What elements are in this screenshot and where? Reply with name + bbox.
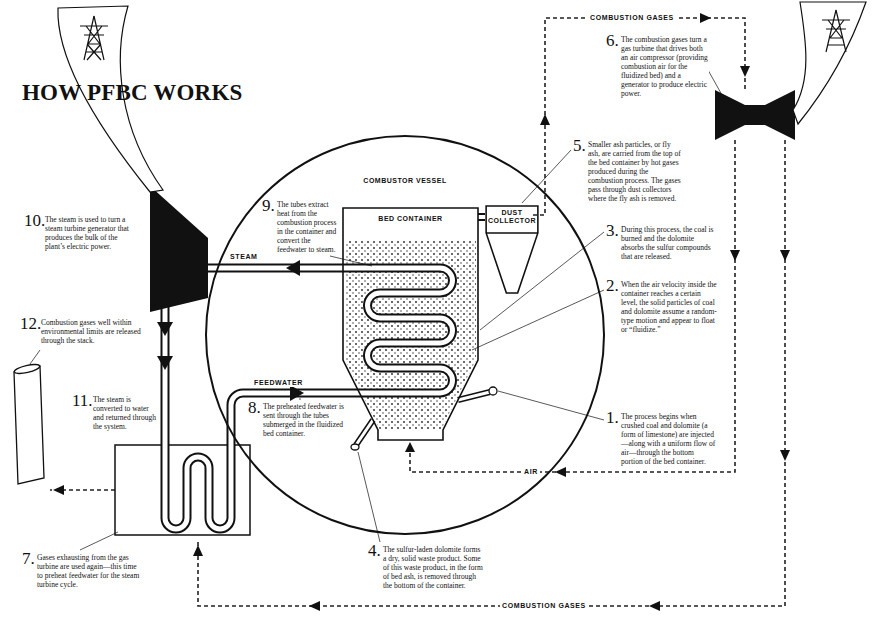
- callout-number: 4.: [368, 542, 381, 559]
- callout-number: 6.: [606, 32, 619, 49]
- steam-turbine: [150, 186, 208, 312]
- drawing-ellipse: [351, 444, 359, 450]
- callout-text: The tubes extract heat from the combusti…: [277, 200, 339, 254]
- drawing-polygon: [193, 545, 203, 556]
- gas-duct-connector: [478, 217, 485, 218]
- generator-output-right: [793, 2, 866, 124]
- drawing-polygon: [286, 260, 300, 276]
- drawing-polygon: [555, 467, 566, 477]
- cyclone-outline: [486, 206, 538, 293]
- node-label: DUST COLLECTOR: [487, 209, 537, 225]
- callout-number: 8.: [248, 399, 261, 416]
- callout-text: Smaller ash particles, or fly ash, are c…: [588, 140, 683, 203]
- callout-text: When the air velocity inside the contain…: [621, 280, 717, 334]
- drawing-polygon: [157, 356, 173, 370]
- flow-label: FEEDWATER: [252, 378, 305, 387]
- callout-number: 5.: [573, 137, 586, 154]
- drawing-path: [300, 398, 301, 400]
- drawing-path: [472, 290, 604, 350]
- vessel-outline: [206, 136, 604, 534]
- callout-text: The preheated feedwater is sent through …: [263, 402, 345, 438]
- drawing-polygon: [405, 442, 415, 452]
- drawing-polygon: [53, 485, 64, 495]
- drawing-path: [356, 420, 373, 445]
- drawing-polygon: [730, 250, 740, 261]
- drawing-polygon: [780, 250, 790, 261]
- flow-label: AIR: [522, 467, 540, 476]
- gas-ducts: [50, 18, 785, 606]
- drawing-ellipse: [14, 363, 41, 376]
- combustor-vessel-outline: [205, 135, 605, 535]
- callout-text: The sulfur-laden dolomite forms a dry, s…: [383, 545, 483, 590]
- drawing-path: [498, 391, 604, 420]
- drawing-path: [708, 70, 722, 95]
- drawing-path: [480, 232, 604, 330]
- drawing-polygon: [780, 450, 790, 461]
- callout-number: 1.: [606, 409, 619, 426]
- transmission-tower-right: [822, 10, 850, 52]
- drawing-path: [533, 18, 745, 215]
- callout-text: Gases exhausting from the gas turbine ar…: [37, 553, 142, 589]
- callout-number: 3.: [606, 222, 619, 239]
- callout-number: 12.: [20, 315, 41, 332]
- drawing-path: [198, 140, 785, 606]
- dust-collector: DUST COLLECTOR: [485, 205, 539, 295]
- drawing-polygon: [649, 601, 660, 611]
- drawing-path: [793, 2, 866, 124]
- drawing-polygon: [540, 114, 550, 125]
- drawing-path: [458, 392, 490, 400]
- bed-container: BED CONTAINER: [343, 208, 478, 440]
- drawing-path: [80, 532, 118, 550]
- callout-number: 11.: [72, 392, 93, 409]
- callout-text: During this process, the coal is burned …: [621, 225, 717, 261]
- drawing-path: [30, 350, 40, 364]
- drawing-polygon: [157, 322, 173, 336]
- drawing-polygon: [309, 601, 320, 611]
- flow-label: COMBUSTION GASES: [500, 601, 588, 610]
- node-label: COMBUSTOR VESSEL: [207, 177, 603, 185]
- duct-bore: [478, 215, 485, 219]
- drawing-polygon: [290, 385, 304, 401]
- drawing-path: [410, 140, 735, 472]
- node-label: BED CONTAINER: [345, 215, 476, 223]
- combustor-vessel: COMBUSTOR VESSEL BED CONTAINER DUST COLLEC…: [205, 135, 605, 535]
- duct-wall: [478, 213, 485, 221]
- stack: [14, 363, 44, 484]
- callout-text: The combustion gases turn a gas turbine …: [621, 35, 709, 98]
- drawing-circle: [489, 387, 497, 395]
- drawing-path: [458, 392, 490, 400]
- drawing-polygon: [740, 66, 750, 77]
- drawing-path: [14, 366, 44, 484]
- flow-label: COMBUSTION GASES: [588, 13, 676, 22]
- flow-label: STEAM: [228, 252, 260, 261]
- callout-text: Combustion gases well within environment…: [41, 318, 156, 345]
- diagram-title: HOW PFBC WORKS: [22, 80, 242, 106]
- gas-turbine: [715, 90, 795, 140]
- callout-number: 9.: [262, 197, 275, 214]
- callout-number: 2.: [606, 277, 619, 294]
- callout-text: The process begins when crushed coal and…: [621, 412, 717, 466]
- callout-number: 7.: [22, 550, 35, 567]
- leader-lines: [30, 70, 722, 550]
- drawing-path: [80, 16, 108, 60]
- drawing-path: [356, 420, 373, 445]
- callout-text: The steam is converted to water and retu…: [93, 395, 159, 431]
- callout-text: The steam is used to turn a steam turbin…: [45, 215, 139, 251]
- bed-container-outline: [343, 208, 478, 440]
- callout-number: 10.: [24, 212, 45, 229]
- drawing-path: [330, 256, 372, 266]
- drawing-path: [822, 10, 850, 52]
- transmission-tower-left: [80, 16, 108, 60]
- bed-outline: [343, 208, 478, 440]
- drawing-polygon: [700, 13, 711, 23]
